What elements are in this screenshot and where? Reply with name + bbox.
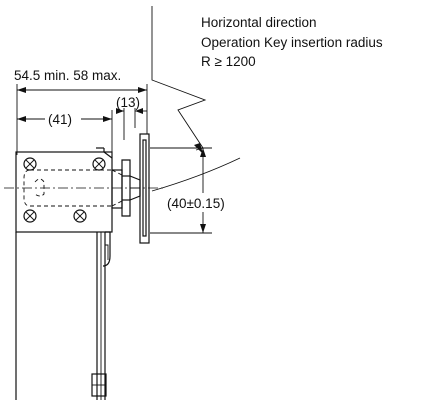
key-pitch-label: (40±0.15) — [167, 196, 225, 211]
switch-body — [15, 147, 113, 400]
annotation-line-1: Horizontal direction — [201, 15, 317, 30]
insertion-radius-annotation: Horizontal direction Operation Key inser… — [201, 15, 383, 69]
annotation-line-3: R ≥ 1200 — [201, 54, 256, 69]
body-length-label: (41) — [48, 112, 72, 127]
screw-icon-top-left — [23, 157, 37, 171]
operation-key-flange — [139, 133, 150, 244]
annotation-line-2: Operation Key insertion radius — [201, 35, 383, 50]
overall-length-label: 54.5 min. 58 max. — [14, 68, 121, 83]
break-leader-line — [151, 6, 207, 151]
overall-length-dimension: 54.5 min. 58 max. — [14, 68, 148, 155]
neck-length-dimension: (13) — [116, 95, 147, 140]
key-pitch-dimension: (40±0.15) — [150, 147, 242, 234]
neck-length-label: (13) — [116, 95, 140, 110]
hidden-internal-outline — [23, 169, 125, 207]
break-leader-arrow — [194, 143, 203, 154]
screw-icon-bottom-right — [73, 209, 87, 223]
insertion-arc — [151, 157, 241, 192]
screw-icon-bottom-left — [23, 209, 37, 223]
body-length-dimension: (41) — [17, 110, 113, 160]
screw-icon-top-right — [92, 157, 106, 171]
